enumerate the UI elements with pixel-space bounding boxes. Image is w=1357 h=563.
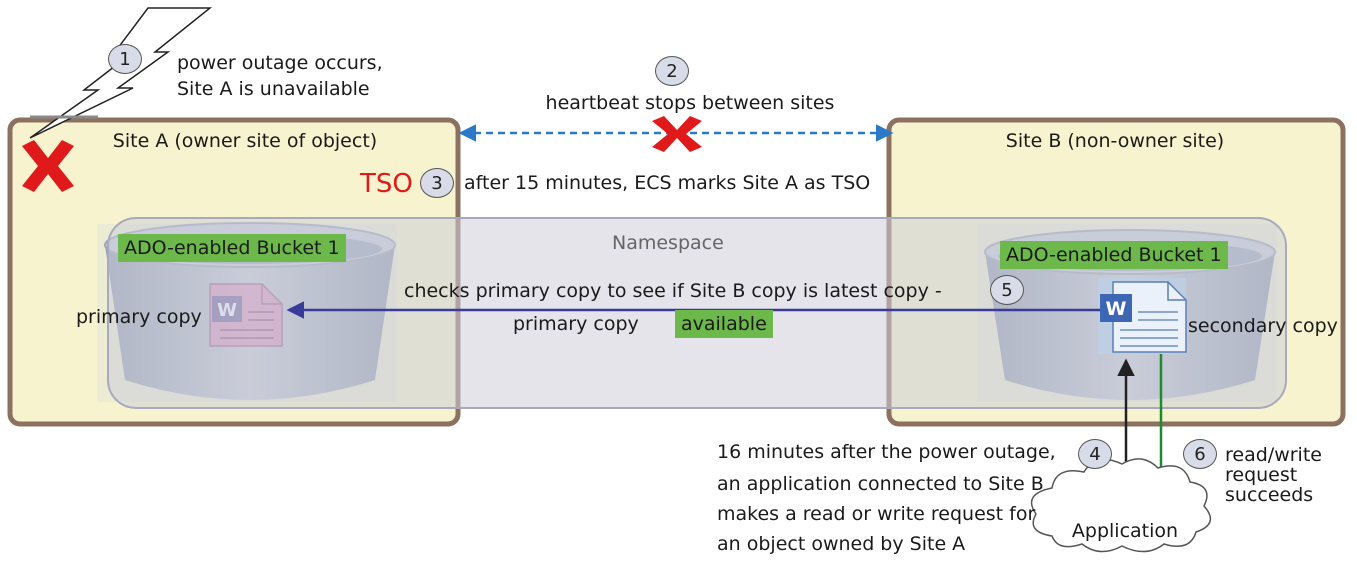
- primary-copy-label: primary copy: [76, 306, 202, 328]
- step-4-line-4: an object owned by Site A: [717, 533, 966, 555]
- secondary-copy-label: secondary copy: [1188, 315, 1338, 337]
- step-5-text-line1: checks primary copy to see if Site B cop…: [404, 280, 942, 302]
- step-4-line-2: an application connected to Site B: [717, 473, 1044, 495]
- secondary-copy-doc-icon: W: [1098, 278, 1187, 354]
- step-6-line-3: succeeds: [1225, 484, 1314, 506]
- bucket-a-label: ADO-enabled Bucket 1: [118, 234, 346, 262]
- svg-text:W: W: [217, 300, 237, 321]
- namespace-label: Namespace: [612, 232, 724, 254]
- site-b-label: Site B (non-owner site): [1005, 130, 1225, 152]
- step-3-badge: 3: [420, 168, 454, 198]
- step-3-text: after 15 minutes, ECS marks Site A as TS…: [464, 172, 871, 194]
- available-badge: available: [675, 310, 773, 338]
- step-2-text: heartbeat stops between sites: [545, 92, 835, 114]
- step-1-text-line1: power outage occurs,: [177, 52, 383, 74]
- heartbeat-broken-x-icon: [652, 116, 702, 152]
- application-cloud-icon: [1030, 458, 1212, 553]
- step-2-badge: 2: [655, 56, 689, 86]
- step-6-line-1: read/write: [1225, 444, 1322, 466]
- step-5-badge: 5: [990, 275, 1024, 305]
- step-4-line-3: makes a read or write request for: [717, 503, 1036, 525]
- svg-text:W: W: [1106, 298, 1127, 320]
- primary-copy-doc-icon: W: [209, 283, 283, 347]
- site-a-label: Site A (owner site of object): [112, 130, 378, 152]
- step-1-text-line2: Site A is unavailable: [177, 78, 370, 100]
- step-4-badge: 4: [1078, 439, 1112, 469]
- step-4-line-1: 16 minutes after the power outage,: [717, 441, 1056, 463]
- step-1-badge: 1: [108, 44, 142, 74]
- tso-label: TSO: [360, 169, 413, 199]
- bucket-b-label: ADO-enabled Bucket 1: [1000, 241, 1228, 269]
- application-label: Application: [1071, 520, 1179, 542]
- step-6-badge: 6: [1183, 439, 1217, 469]
- site-a-failure-x-icon: [22, 140, 74, 192]
- step-5-text-line2: primary copy: [513, 313, 639, 335]
- step-6-line-2: request: [1225, 464, 1298, 486]
